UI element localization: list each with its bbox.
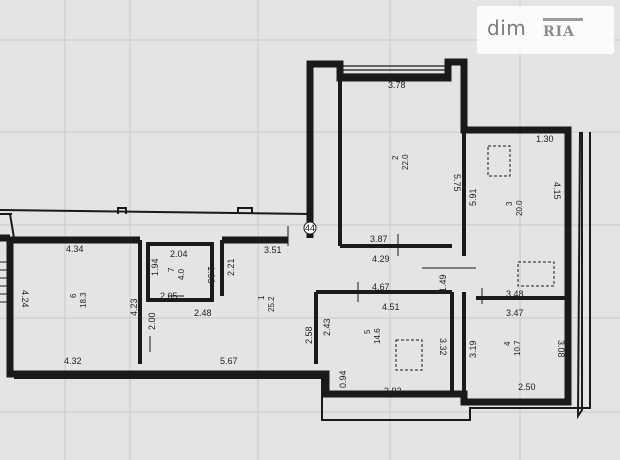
watermark: dim RIA	[477, 6, 614, 54]
dim-label: 5.67	[220, 356, 238, 366]
dim-label: 2.43	[322, 318, 332, 336]
dim-label: 1.94	[150, 258, 160, 276]
dim-label: 4.24	[20, 290, 30, 308]
room-number: 5	[363, 329, 372, 334]
room-number: 3	[505, 201, 514, 206]
exterior-walls	[0, 58, 572, 406]
room-area: 4.0	[177, 268, 186, 280]
dim-label: 3.08	[556, 340, 566, 358]
dim-label: 4.32	[64, 356, 82, 366]
door-marks	[0, 226, 483, 352]
watermark-divider	[543, 18, 583, 21]
dim-label: 5.75	[452, 174, 462, 192]
room-number: 1	[257, 295, 266, 300]
dim-label: 4.15	[552, 182, 562, 200]
room-7: 7 4.0	[167, 267, 186, 280]
room-number: 2	[391, 155, 400, 160]
room-number: 7	[167, 267, 176, 272]
room-6: 6 18.3	[69, 292, 88, 308]
room-2: 2 22.0	[391, 154, 410, 170]
dim-label: 2.58	[304, 326, 314, 344]
room-area: 22.0	[401, 154, 410, 170]
room-1: 1 25.2	[257, 295, 276, 312]
dim-label: 1.93	[206, 266, 216, 284]
dim-label: 4.51	[382, 302, 400, 312]
dim-label: 5.91	[468, 188, 478, 206]
dim-label: 1.49	[438, 274, 448, 292]
axis-marker-label: 44	[305, 223, 315, 233]
room-area: 20.0	[515, 200, 524, 216]
dim-label: 3.32	[438, 338, 448, 356]
dim-label: 3.93	[384, 386, 402, 396]
watermark-brand-sub: RIA	[543, 24, 576, 40]
room-area: 18.3	[79, 292, 88, 308]
watermark-brand: dim	[487, 16, 527, 40]
dim-label: 3.47	[506, 308, 524, 318]
dim-label: 2.50	[518, 382, 536, 392]
dim-label: 0.94	[338, 370, 348, 388]
room-5: 5 14.6	[363, 328, 382, 344]
dimension-labels: 3.78 5.75 1.30 4.15 5.91 3.87 4.29 3.51 …	[20, 80, 566, 396]
dim-label: 4.34	[66, 244, 84, 254]
dim-label: 3.87	[370, 234, 388, 244]
room-area: 10.7	[513, 340, 522, 356]
dim-label: 3.48	[506, 289, 524, 299]
dim-label: 3.51	[264, 245, 282, 255]
dim-label: 4.67	[372, 282, 390, 292]
fixtures	[395, 145, 555, 371]
room-3: 3 20.0	[505, 200, 524, 216]
dim-label: 3.78	[388, 80, 406, 90]
room-area: 25.2	[267, 296, 276, 312]
dim-label: 4.23	[129, 298, 139, 316]
room-number: 4	[503, 341, 512, 346]
interior-walls	[138, 78, 568, 394]
balcony-hatch	[340, 65, 448, 75]
dim-label: 4.29	[372, 254, 390, 264]
dim-label: 2.48	[194, 308, 212, 318]
dim-label: 1.30	[536, 134, 554, 144]
dim-label: 2.04	[170, 249, 188, 259]
dim-label: 2.00	[147, 312, 157, 330]
outer-facade	[0, 131, 591, 421]
room-number: 6	[69, 293, 78, 298]
dim-label: 2.21	[226, 258, 236, 276]
room-4: 4 10.7	[503, 340, 522, 356]
room-labels: 1 25.2 2 22.0 3 20.0 4 10.7 5 14.6 6 18.…	[69, 154, 524, 356]
axis-marker: 44	[303, 221, 317, 235]
room-area: 14.6	[373, 328, 382, 344]
dim-label: 3.19	[468, 340, 478, 358]
dim-label: 2.05	[160, 291, 178, 301]
